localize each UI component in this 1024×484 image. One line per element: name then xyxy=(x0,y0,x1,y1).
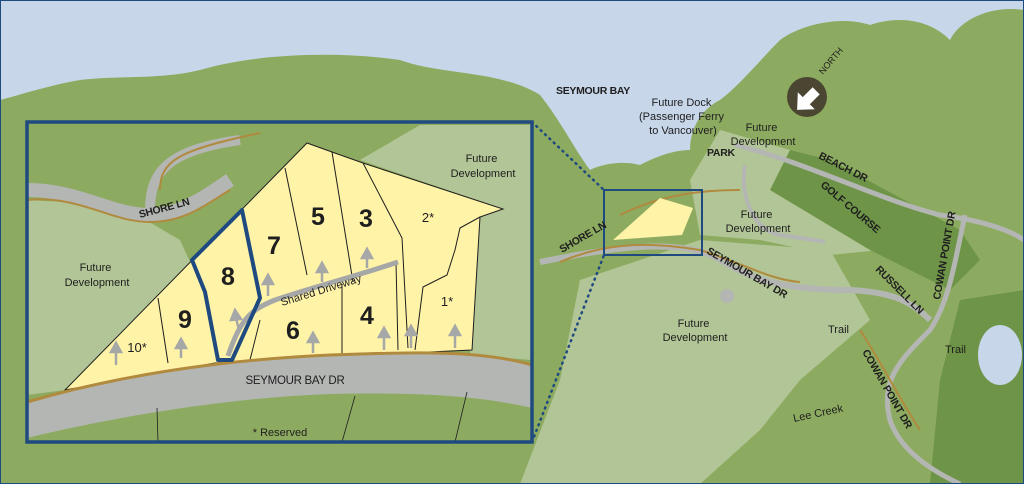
label-reserved-note: * Reserved xyxy=(253,427,307,439)
future-development-left xyxy=(27,200,190,395)
inset-frame xyxy=(25,120,534,444)
lot-2[interactable]: 2* xyxy=(422,210,434,225)
label-park: PARK xyxy=(707,147,735,159)
lot-8[interactable]: 8 xyxy=(221,263,235,291)
label-trail: Trail xyxy=(828,324,849,336)
trail-seymour-bay-dr xyxy=(26,351,533,404)
label-future-development-left: Future Development xyxy=(65,262,130,289)
label-dock: Future Dock (Passenger Ferry to Vancouve… xyxy=(639,97,727,137)
label-seymour-bay-dr: SEYMOUR BAY DR xyxy=(246,375,345,387)
lot-10[interactable]: 10* xyxy=(127,340,147,355)
road-beach-dr xyxy=(734,142,1024,243)
road-spur xyxy=(741,164,826,244)
locator-leader xyxy=(530,120,606,192)
road-shore-ln xyxy=(26,174,234,223)
lot-boundaries xyxy=(157,151,481,364)
trail-shore-ln xyxy=(26,132,261,224)
shared-driveway[interactable] xyxy=(225,259,399,357)
label-trail: Trail xyxy=(945,344,966,356)
road-cowan-point-dr xyxy=(884,214,968,484)
golf-course-area xyxy=(770,150,980,290)
road-seymour-bay-dr xyxy=(539,243,933,323)
label-seymour-bay: SEYMOUR BAY xyxy=(556,85,630,97)
locator-box xyxy=(603,189,703,256)
lot-5[interactable]: 5 xyxy=(311,203,325,231)
lake xyxy=(978,325,1022,385)
access-arrow-icons xyxy=(108,246,463,365)
label-future-development-right: Future Development xyxy=(451,153,516,180)
lot-6[interactable]: 6 xyxy=(286,317,300,345)
inset-parcel-lines xyxy=(156,391,468,443)
lot-9[interactable]: 9 xyxy=(178,306,192,334)
trail-line xyxy=(559,189,921,431)
label-future-development: Future Development xyxy=(663,318,728,344)
inset-map: SHORE LN Future Development Future Devel… xyxy=(25,120,534,444)
cul-de-sac xyxy=(720,289,734,303)
label-future-development: Future Development xyxy=(726,209,791,235)
locator-leader xyxy=(530,253,606,444)
lot-4[interactable]: 4 xyxy=(360,302,374,330)
lot-3[interactable]: 3 xyxy=(359,205,373,233)
lot-7[interactable]: 7 xyxy=(267,232,281,260)
label-future-development: Future Development xyxy=(731,122,796,148)
lot-8-highlight[interactable] xyxy=(190,208,262,362)
lot-1[interactable]: 1* xyxy=(441,294,453,309)
overview-lots xyxy=(613,198,693,240)
future-development-right xyxy=(360,125,532,360)
water-seymour-bay xyxy=(0,0,1024,170)
future-development-area xyxy=(520,240,870,484)
